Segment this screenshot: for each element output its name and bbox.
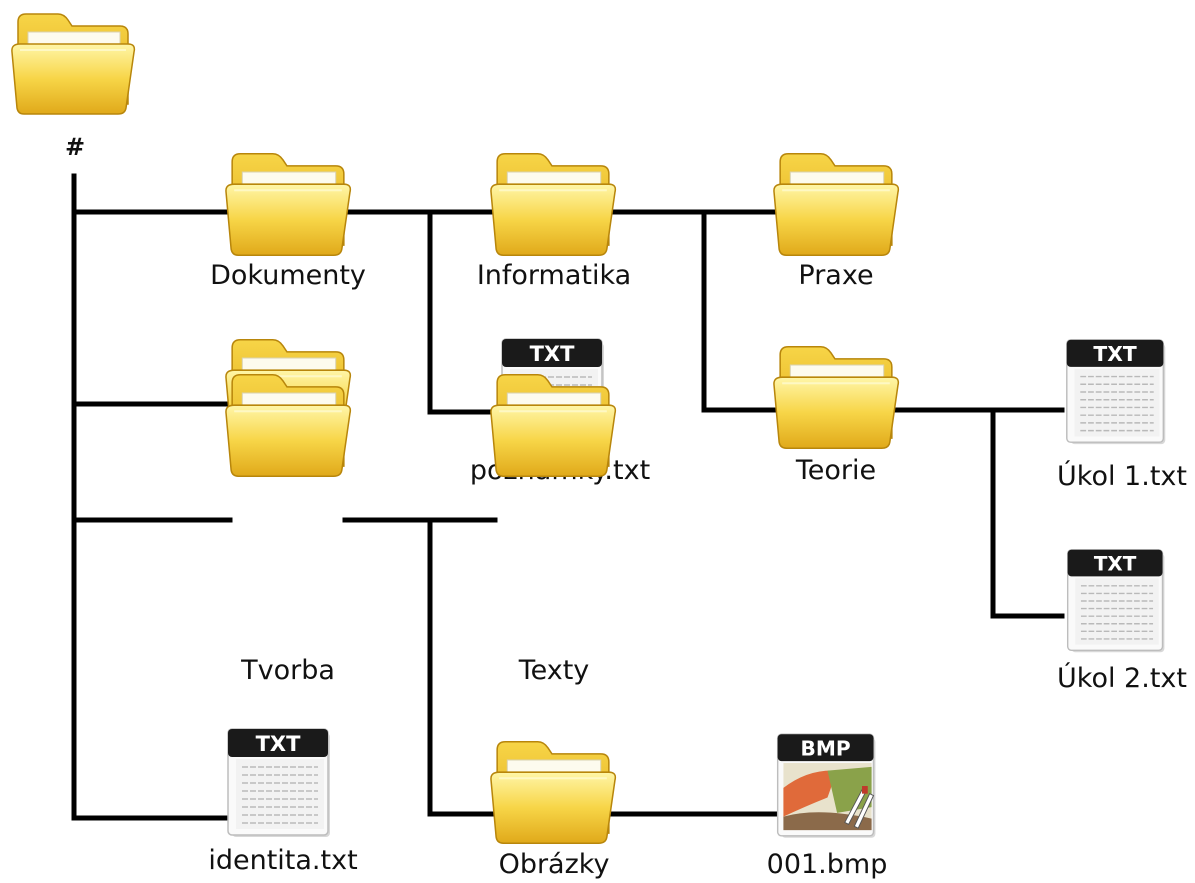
node-label: Informatika bbox=[476, 260, 632, 291]
txt-file-icon[interactable]: TXT bbox=[1058, 336, 1176, 453]
txt-file-icon[interactable]: TXT bbox=[220, 725, 340, 846]
folder-icon[interactable] bbox=[8, 8, 138, 125]
node-label: Dokumenty bbox=[210, 260, 366, 291]
folder-icon[interactable] bbox=[487, 368, 619, 488]
node-label: Úkol 2.txt bbox=[1057, 663, 1187, 694]
folder-icon[interactable] bbox=[487, 147, 619, 267]
svg-text:BMP: BMP bbox=[801, 736, 851, 760]
node-label: Úkol 1.txt bbox=[1057, 461, 1187, 492]
node-label: Texty bbox=[518, 655, 590, 686]
bmp-file-icon[interactable]: BMP bbox=[770, 727, 885, 850]
svg-text:TXT: TXT bbox=[1094, 553, 1137, 576]
txt-file-icon[interactable]: TXT bbox=[1058, 546, 1176, 661]
folder-icon[interactable] bbox=[770, 340, 902, 460]
node-label: Tvorba bbox=[241, 655, 335, 686]
root-label: # bbox=[65, 133, 86, 161]
folder-icon[interactable] bbox=[222, 368, 354, 488]
node-label: Praxe bbox=[798, 260, 874, 291]
svg-text:TXT: TXT bbox=[530, 342, 576, 366]
folder-icon[interactable] bbox=[487, 735, 619, 855]
folder-icon[interactable] bbox=[222, 147, 354, 267]
folder-icon[interactable] bbox=[770, 147, 902, 267]
node-label: Teorie bbox=[795, 455, 877, 486]
node-label: Obrázky bbox=[498, 849, 610, 880]
svg-text:TXT: TXT bbox=[1093, 342, 1136, 366]
node-label: 001.bmp bbox=[766, 849, 888, 880]
node-label: identita.txt bbox=[208, 845, 358, 876]
svg-text:TXT: TXT bbox=[256, 732, 302, 756]
